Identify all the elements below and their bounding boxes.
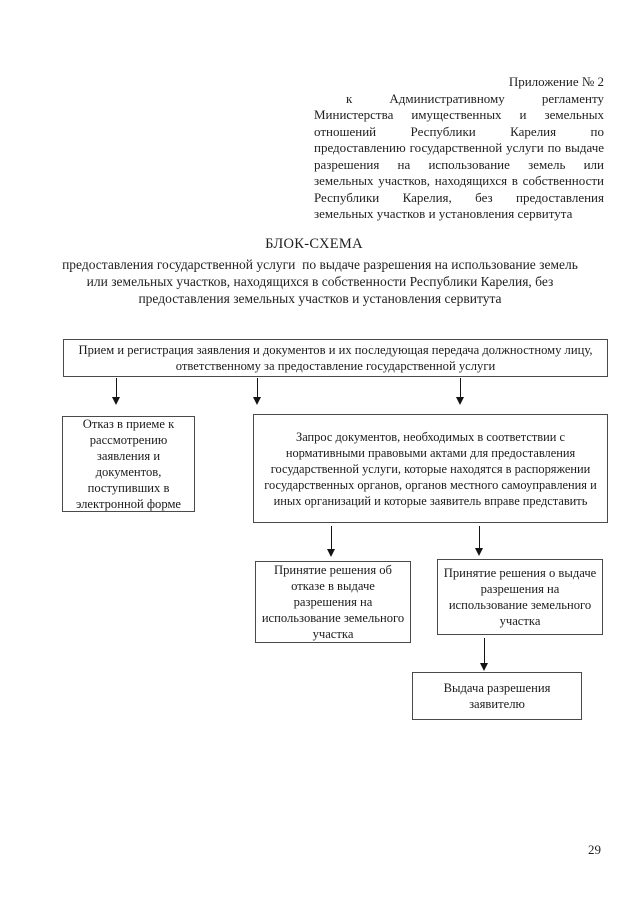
annex-text-line: Республики Карелия, без предоставления (314, 189, 604, 205)
flowchart-box-request: Запрос документов, необходимых в соответ… (253, 414, 608, 523)
arrow-down-icon (252, 378, 261, 405)
annex-text-line: Министерства имущественных и земельных (314, 107, 604, 122)
annex-text-line: разрешения на использование земель или (314, 156, 604, 172)
annex-text-line: предоставлению государственной услуги по… (314, 140, 604, 155)
flowchart-box-issue: Выдача разрешения заявителю (412, 672, 582, 720)
page-number: 29 (588, 842, 601, 857)
flowchart-box-issue-label: Выдача разрешения заявителю (443, 681, 551, 711)
flowchart-box-grant-label: Принятие решения о выдаче разрешения на … (443, 566, 597, 628)
annex-text-line: земельных участков и установления сервит… (314, 206, 573, 221)
annex-text-line: земельных участков, находящихся в собств… (314, 173, 604, 188)
arrow-down-icon (479, 638, 488, 671)
flowchart-box-intake: Прием и регистрация заявления и документ… (63, 339, 608, 377)
flowchart-box-deny: Принятие решения об отказе в выдаче разр… (255, 561, 411, 643)
subtitle-line: предоставления государственной услуги по… (62, 257, 578, 272)
flowchart-box-refuse: Отказ в приеме к рассмотрению заявления … (62, 416, 195, 512)
annex-text-line: отношений Республики Карелия по (314, 123, 604, 139)
subtitle-line: или земельных участков, находящихся в со… (86, 274, 554, 289)
flowchart-box-grant: Принятие решения о выдаче разрешения на … (437, 559, 603, 635)
arrow-down-icon (111, 378, 120, 405)
arrow-down-icon (455, 378, 464, 405)
flowchart-box-deny-label: Принятие решения об отказе в выдаче разр… (261, 563, 405, 641)
subtitle-line: предоставления земельных участков и уста… (138, 291, 502, 306)
flowchart-box-intake-label: Прием и регистрация заявления и документ… (78, 343, 593, 373)
annex-header: Приложение № 2 к Административному регла… (314, 74, 604, 223)
flowchart-box-request-label: Запрос документов, необходимых в соответ… (264, 429, 597, 508)
arrow-down-icon (326, 526, 335, 557)
page-title: БЛОК-СХЕМА (265, 236, 363, 252)
annex-label: Приложение № 2 (508, 74, 604, 89)
annex-text-line: к Административному регламенту (346, 90, 604, 106)
arrow-down-icon (474, 526, 483, 556)
page-subtitle: предоставления государственной услуги по… (20, 256, 620, 307)
flowchart-box-refuse-label: Отказ в приеме к рассмотрению заявления … (75, 417, 182, 511)
